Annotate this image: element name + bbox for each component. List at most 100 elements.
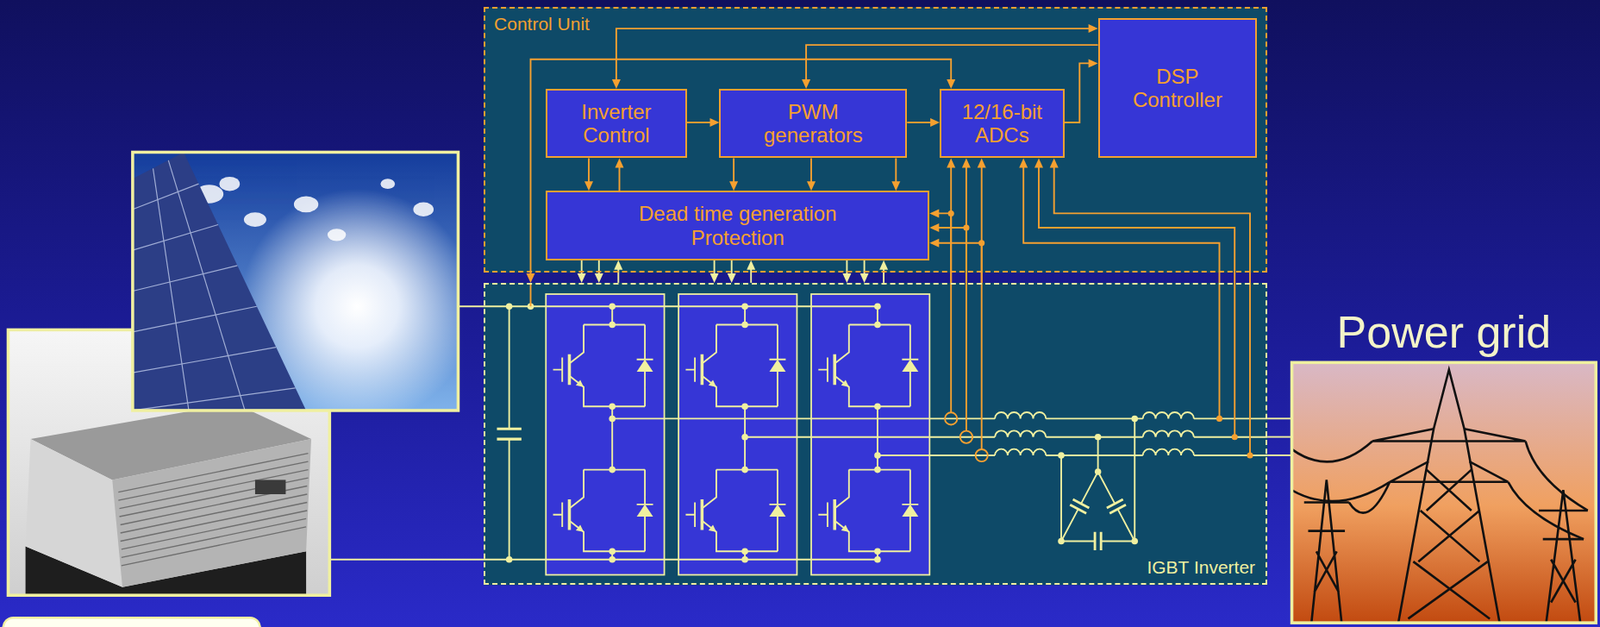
signal-arrow: [801, 44, 1099, 89]
ac-output-filter: [1057, 451, 1065, 459]
power-grid-photo: [1372, 428, 1526, 482]
signal-arrow: [929, 238, 982, 283]
igbt-leg-frame: [545, 293, 930, 575]
storage-unit-photo: [112, 438, 312, 588]
igbt-half-bridge: [637, 359, 654, 372]
inverter-region: IGBT Inverter: [483, 282, 1268, 585]
ac-output-filter: [1094, 468, 1102, 475]
storage-unit-photo: [121, 518, 307, 557]
igbt-half-bridge: [608, 402, 616, 410]
ac-output-filter: [1057, 537, 1065, 545]
ac-output-filter: [994, 449, 1046, 456]
igbt-half-bridge: [575, 302, 654, 563]
igbt-leg-frame: [678, 293, 797, 575]
igbt-leg-frame: [811, 293, 930, 575]
solar-panel-photo: [132, 183, 200, 210]
connector-line: [1064, 62, 1090, 123]
control-unit-region: Control UnitInverter ControlPWM generato…: [483, 6, 1268, 273]
connector-line: [1054, 167, 1250, 283]
control-unit-panel: [483, 6, 1268, 273]
connector-line: [937, 243, 982, 283]
signal-arrow: [891, 158, 900, 192]
connector-line: [732, 158, 735, 183]
arrowhead: [1034, 158, 1044, 169]
solar-panel-photo: [218, 176, 240, 192]
connector-line: [806, 44, 1099, 81]
signal-arrow: [1050, 158, 1250, 283]
solar-panel-photo: [132, 347, 276, 374]
signal-arrow: [729, 158, 738, 192]
storage-unit-photo: [118, 469, 308, 509]
grid-node: Power grid: [1292, 362, 1597, 623]
process-box: 12/16-bit ADCs: [939, 88, 1064, 158]
solar-panel-photo: [132, 151, 307, 410]
box-label: DSP Controller: [1121, 64, 1234, 113]
solar-panel-photo: [132, 151, 459, 410]
sensing-wires: [948, 210, 1254, 459]
arrowhead: [1050, 158, 1059, 169]
dc-bus: [329, 306, 878, 560]
ac-output-filter: [994, 412, 1046, 419]
power-grid-photo: [1398, 369, 1500, 624]
connector-line: [1038, 167, 1235, 283]
ac-output-filter: [608, 415, 1138, 545]
signal-arrow: [687, 118, 720, 127]
process-box: DSP Controller: [1098, 18, 1258, 158]
connector-line: [906, 121, 932, 124]
igbt-half-bridge: [568, 306, 645, 560]
solar-panel-photo: [132, 151, 475, 424]
arrowhead: [746, 260, 756, 270]
arrowhead: [946, 158, 956, 169]
storage-unit-photo: [121, 510, 307, 550]
arrowhead: [801, 79, 811, 89]
signal-arrow: [929, 223, 967, 283]
box-label: Inverter Control: [560, 100, 673, 148]
arrowhead: [806, 181, 816, 191]
dc-bus: [506, 556, 513, 563]
arrowhead: [1088, 58, 1099, 68]
storage-unit-photo: [255, 479, 287, 494]
process-box: PWM generators: [718, 88, 907, 158]
power-grid-photo: [1538, 489, 1588, 623]
power-grid-photo: [1292, 362, 1597, 623]
igbt-half-bridge: [818, 302, 919, 563]
signal-arrow: [1018, 158, 1219, 283]
igbt-half-bridge: [568, 354, 572, 531]
ac-output-filter: [1131, 537, 1138, 545]
power-wire: [1267, 436, 1292, 438]
igbt-half-bridge: [637, 504, 654, 517]
solar-panel-photo: [132, 225, 219, 251]
solar-panel-photo: [132, 151, 459, 410]
igbt-half-bridge: [608, 466, 616, 474]
connector-line: [810, 158, 813, 183]
sensing-wires: [975, 449, 988, 462]
connector-line: [531, 59, 952, 275]
connector-line: [687, 121, 712, 124]
igbt-half-bridge: [608, 302, 616, 310]
signal-arrow: [612, 24, 1099, 89]
arrowhead: [977, 158, 987, 169]
box-label: Dead time generation Protection: [608, 201, 868, 250]
arrowhead: [613, 260, 623, 270]
sensing-wires: [944, 412, 957, 425]
solar-panel-photo: [243, 212, 267, 227]
box-label: PWM generators: [752, 100, 874, 148]
ac-output-filter: [1094, 433, 1102, 441]
arrowhead: [929, 238, 939, 248]
arrowhead: [842, 273, 851, 283]
solar-panel-photo: [381, 178, 396, 189]
igbt-half-bridge: [608, 548, 616, 556]
arrowhead: [891, 181, 900, 191]
arrowhead: [584, 181, 594, 191]
signal-arrow: [806, 158, 816, 192]
storage-unit-photo: [118, 461, 308, 500]
igbt-half-bridge: [575, 379, 584, 387]
sensing-wires: [1246, 451, 1253, 458]
connector-line: [587, 158, 590, 183]
ac-output-filter: [1061, 418, 1135, 541]
ac-output-filter: [877, 454, 1268, 457]
signal-arrow: [615, 158, 625, 192]
sensing-wires: [1231, 433, 1238, 440]
sensing-wires: [1216, 415, 1223, 422]
power-grid-photo: [1292, 440, 1588, 539]
